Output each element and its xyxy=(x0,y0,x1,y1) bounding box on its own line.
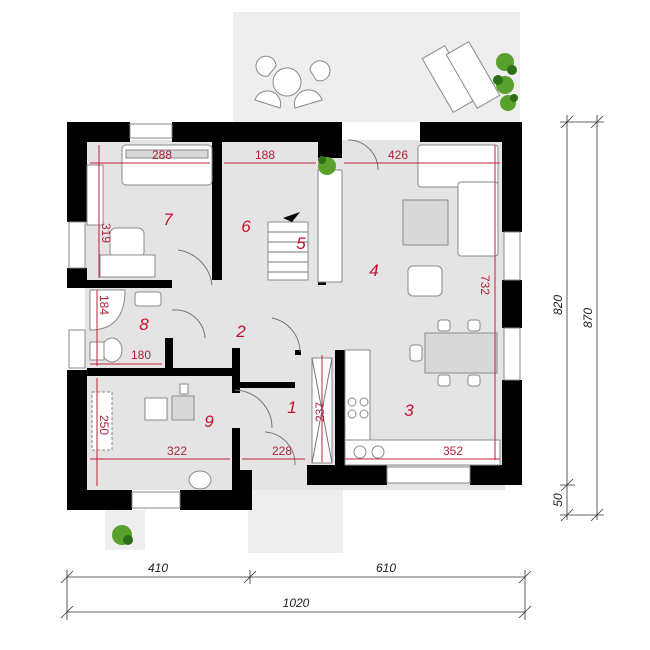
room-number-8: 8 xyxy=(139,315,149,334)
plant-icon xyxy=(112,53,518,545)
room-number-9: 9 xyxy=(204,412,214,431)
room-number-4: 4 xyxy=(369,261,378,280)
dimension-319: 319 xyxy=(99,223,113,243)
dimension-184: 184 xyxy=(97,295,111,315)
staircase xyxy=(267,169,343,283)
room-number-5: 5 xyxy=(296,234,306,253)
dimension-237: 237 xyxy=(313,402,327,422)
dimension-732: 732 xyxy=(478,275,492,295)
dimension-288: 288 xyxy=(152,148,172,162)
room-number-1: 1 xyxy=(287,398,296,417)
outer-depth-extra: 50 xyxy=(551,493,565,507)
room-7-furniture xyxy=(86,144,213,278)
outer-depth-main: 820 xyxy=(551,295,565,315)
outer-dimension-lines xyxy=(60,115,604,620)
dimension-250: 250 xyxy=(97,415,111,435)
room-number-7: 7 xyxy=(163,210,173,229)
room-8-fixtures xyxy=(89,289,162,363)
living-furniture xyxy=(402,144,499,387)
outer-depth-total: 870 xyxy=(581,308,595,328)
door-swings xyxy=(171,139,379,466)
terrace-furniture xyxy=(254,40,501,114)
interior-floor xyxy=(85,140,505,490)
outer-walls xyxy=(67,122,522,510)
dimension-188: 188 xyxy=(255,148,275,162)
room-number-6: 6 xyxy=(241,217,251,236)
room-number-2: 2 xyxy=(235,322,246,341)
entrance-porch xyxy=(248,485,343,553)
outer-width-total: 1020 xyxy=(283,596,310,610)
dimension-352: 352 xyxy=(443,444,463,458)
dimension-180: 180 xyxy=(131,348,151,362)
outer-width-right: 610 xyxy=(376,561,396,575)
windows xyxy=(68,123,521,509)
dimension-228: 228 xyxy=(272,444,292,458)
dimension-lines xyxy=(90,145,500,486)
dimension-426: 426 xyxy=(388,148,408,162)
room-number-3: 3 xyxy=(404,401,414,420)
dimension-322: 322 xyxy=(167,444,187,458)
outer-width-left: 410 xyxy=(148,561,168,575)
